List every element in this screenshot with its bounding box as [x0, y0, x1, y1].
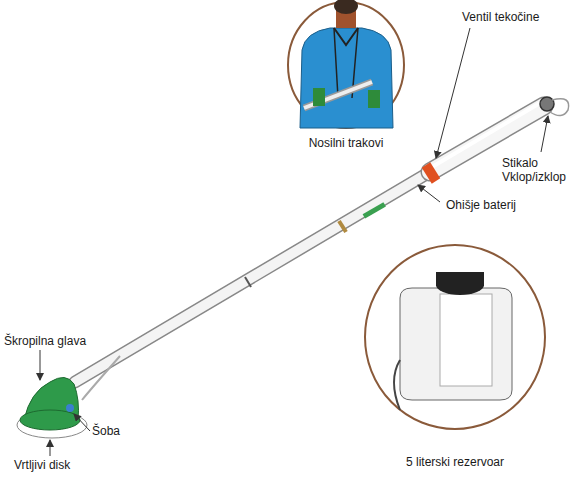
- part-label: Stikalo Vklop/izklop: [502, 156, 576, 184]
- part-label: Ventil tekočine: [462, 10, 539, 24]
- part-label: Šoba: [92, 424, 120, 438]
- spray-head: [17, 377, 87, 438]
- part-label: Ohišje baterij: [446, 198, 516, 212]
- part-label: 5 literski rezervoar: [406, 455, 504, 469]
- part-label: Škropilna glava: [4, 334, 86, 348]
- spray-pole: [75, 97, 569, 400]
- part-label: Vrtljivi disk: [14, 458, 70, 472]
- tank-inset: [365, 245, 545, 429]
- part-label: Nosilni trakovi: [309, 136, 384, 150]
- leader-lines: [40, 28, 548, 456]
- carry-strap-inset: [288, 0, 404, 128]
